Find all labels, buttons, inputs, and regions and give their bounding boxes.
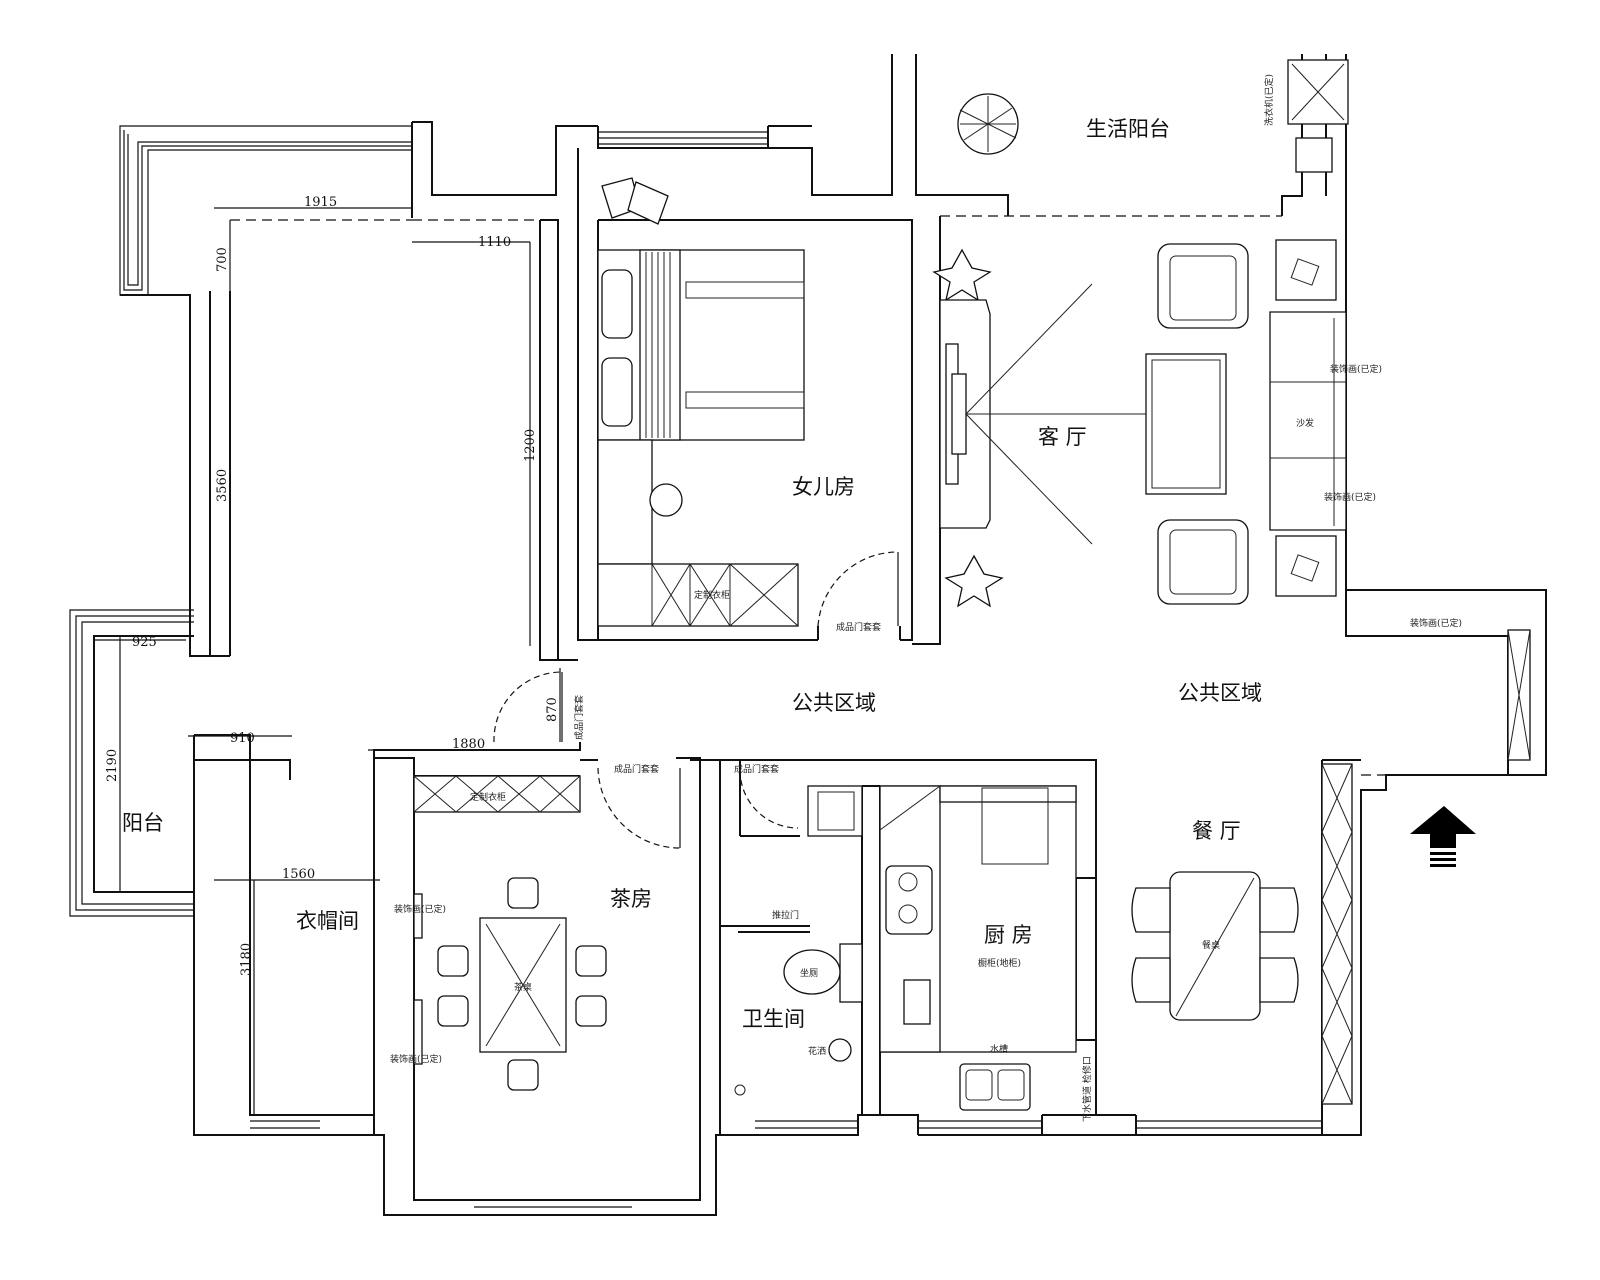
annotation-decor: 装饰画(已定): [1330, 363, 1382, 375]
kitchen-sink-icon: [959, 1063, 1031, 1111]
dim-700: 700: [215, 247, 230, 272]
dim-3560: 3560: [215, 469, 230, 502]
dim-910: 910: [230, 731, 255, 746]
wardrobe-right: [1507, 629, 1531, 761]
doors: [493, 551, 899, 849]
cushion-icon: [601, 177, 669, 225]
daughter-desk: [597, 439, 799, 627]
room-daughter: 女儿房: [792, 475, 855, 499]
sink-icon: [1295, 137, 1333, 173]
bath-door-icon: [739, 769, 799, 829]
dining-table-label: 餐桌: [1202, 939, 1220, 951]
phone-icon: [1275, 239, 1337, 301]
dishrack-icon: [903, 979, 931, 1025]
annotation-decor: 装饰画(已定): [1324, 491, 1376, 503]
toilet-label: 坐厕: [800, 968, 818, 979]
dim-1110: 1110: [478, 235, 511, 250]
annotation-cabinet: 橱柜(地柜): [978, 957, 1021, 969]
dim-2190: 2190: [105, 749, 120, 782]
tea-cabinet: [413, 775, 581, 813]
annotation-decor: 装饰画(已定): [1410, 617, 1462, 629]
annotation-finished-door: 成品门套套: [734, 763, 779, 775]
washer-icon: [1287, 59, 1349, 125]
room-living-room: 客 厅: [1038, 425, 1087, 449]
decor-panel: [413, 999, 423, 1065]
room-cloakroom: 衣帽间: [296, 909, 359, 933]
annotation-decor: 装饰画(已定): [390, 1053, 442, 1065]
dimension-lines: [94, 207, 566, 1115]
dining-cabinet: [1321, 763, 1353, 1105]
armchair: [1157, 243, 1249, 329]
sofa: 沙发: [1269, 311, 1347, 531]
annotation-tea-cabinet: 定制衣柜: [470, 791, 506, 803]
kitchen-counter: [879, 785, 1077, 1111]
daughter-door-icon: [817, 551, 899, 627]
dim-1915: 1915: [304, 195, 337, 210]
annotation-finished-door: 成品门套套: [573, 695, 585, 740]
annotation-wardrobe: 定制衣柜: [694, 589, 730, 601]
annotation-finished-door: 成品门套套: [614, 763, 659, 775]
dim-1560: 1560: [282, 867, 315, 882]
dim-1880: 1880: [452, 737, 485, 752]
room-dining: 餐 厅: [1192, 819, 1241, 843]
annotation-decor: 装饰画(已定): [394, 903, 446, 915]
dining-table: 餐桌: [1131, 871, 1299, 1021]
room-public-area-2: 公共区域: [1178, 681, 1262, 705]
room-bathroom: 卫生间: [742, 1007, 805, 1031]
tea-door-icon: [597, 767, 681, 849]
tv-cabinet: [939, 283, 1146, 545]
room-living-balcony: 生活阳台: [1086, 117, 1170, 141]
washbasin-icon: [807, 785, 863, 837]
coffee-table: [1145, 353, 1227, 495]
annotation-washer: 洗衣机(已定): [1263, 74, 1275, 126]
tea-table-label: 茶桌: [514, 981, 532, 993]
sofa-label: 沙发: [1296, 417, 1314, 429]
annotation-shower: 花洒: [808, 1045, 826, 1057]
tea-table: 茶桌: [479, 917, 567, 1053]
plant-icon: [957, 93, 1019, 155]
room-balcony: 阳台: [122, 811, 164, 835]
stove-icon: [885, 865, 933, 935]
plant-icon: [932, 248, 992, 302]
public-door-icon: [493, 671, 563, 743]
annotation-sink: 水槽: [990, 1043, 1008, 1055]
interior-walls: [194, 148, 1509, 1201]
daughter-bed: [597, 249, 805, 441]
dim-3180: 3180: [239, 943, 254, 976]
plant-icon: [944, 554, 1004, 608]
room-public-area-1: 公共区域: [792, 691, 876, 715]
entrance-arrow-icon: [1410, 806, 1476, 867]
shower-icon: [734, 1038, 852, 1096]
room-kitchen: 厨 房: [984, 923, 1033, 947]
armchair: [1157, 519, 1249, 605]
toilet-icon: 坐厕: [783, 943, 863, 1003]
annotation-finished-door: 成品门套套: [836, 621, 881, 633]
decor-panel: [413, 893, 423, 939]
dim-1200: 1200: [523, 429, 538, 462]
cushion-icon: [437, 877, 607, 1091]
dim-870: 870: [545, 697, 560, 722]
dim-925: 925: [132, 635, 157, 650]
phone-icon: [1275, 535, 1337, 597]
room-tea: 茶房: [610, 887, 652, 911]
annotation-sliding-door: 推拉门: [772, 909, 799, 921]
annotation-drain: 下水管道 检修口: [1081, 1056, 1093, 1122]
